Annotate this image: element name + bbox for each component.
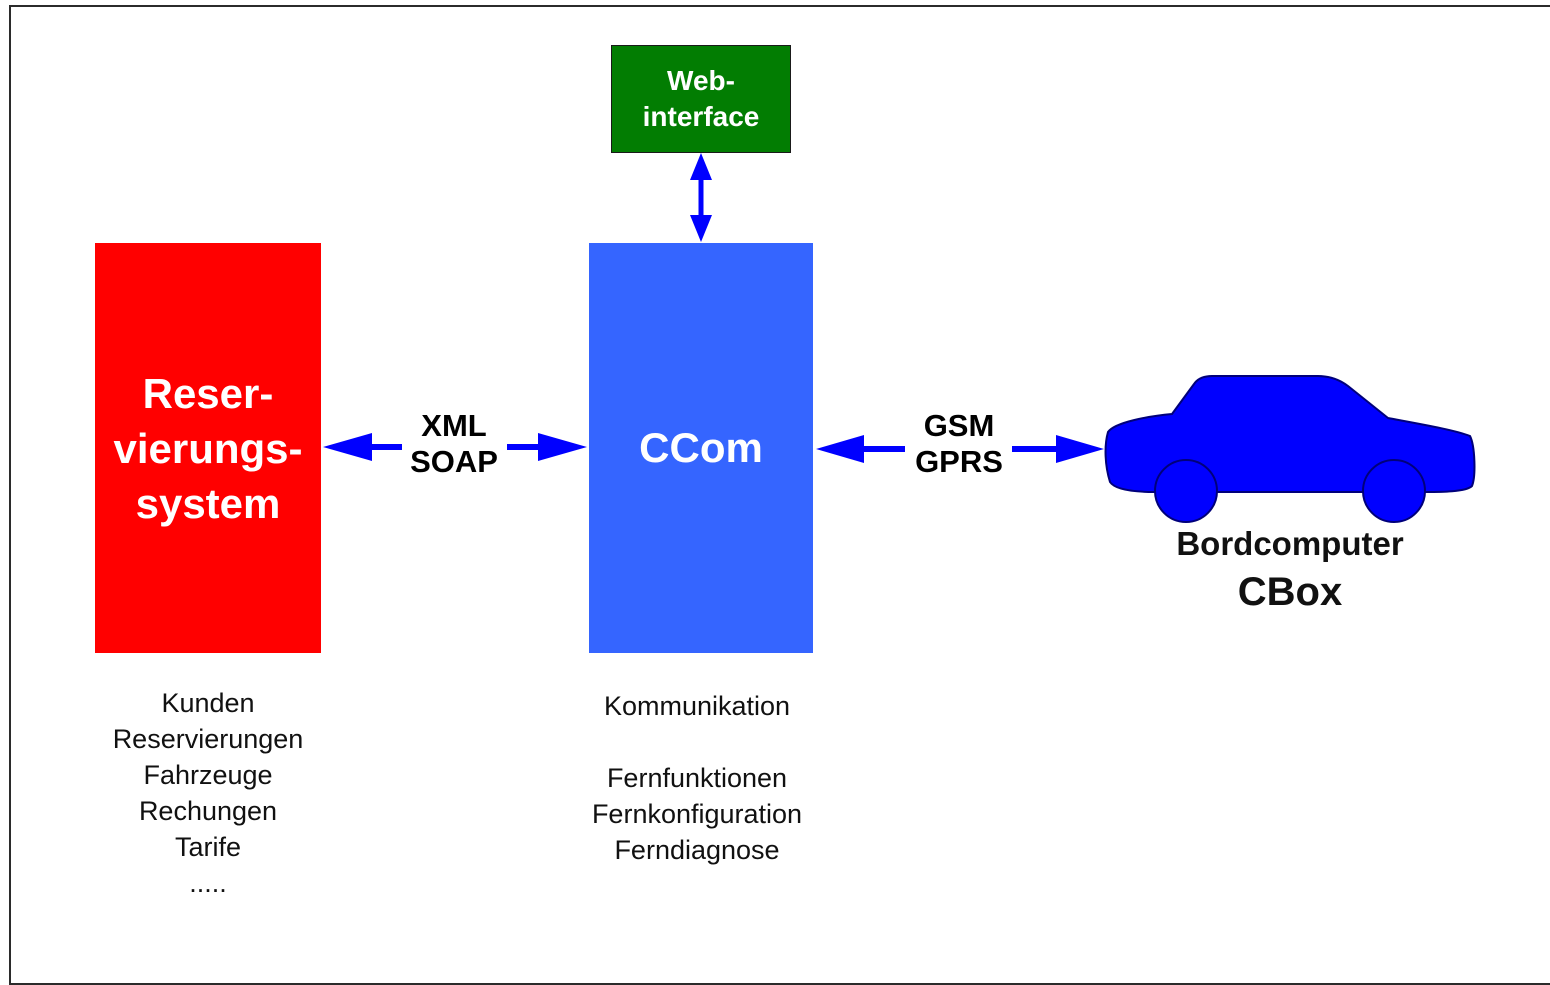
list-item: Fahrzeuge xyxy=(143,760,273,790)
reservation-items-list: Kunden Reservierungen Fahrzeuge Rechunge… xyxy=(78,685,338,901)
connector-layer xyxy=(323,153,1476,523)
gsm-label: GSM xyxy=(923,408,995,443)
list-item: ..... xyxy=(189,868,227,898)
web-interface-box: Web- interface xyxy=(611,45,791,153)
list-spacer xyxy=(562,724,832,760)
web-ccom-arrow xyxy=(690,153,712,242)
list-item: Rechungen xyxy=(138,796,278,826)
list-item: Fernfunktionen xyxy=(606,763,788,793)
soap-label: SOAP xyxy=(410,444,498,479)
cbox-label: CBox xyxy=(1237,570,1343,614)
list-item: Reservierungen xyxy=(112,724,304,754)
list-item: Ferndiagnose xyxy=(614,835,780,865)
bordcomputer-label: Bordcomputer xyxy=(1176,525,1404,562)
list-item: Kommunikation xyxy=(603,691,791,721)
list-item: Fernkonfiguration xyxy=(591,799,803,829)
list-item: Tarife xyxy=(174,832,242,862)
xml-soap-arrow xyxy=(323,433,587,461)
gsm-gprs-label: GSM GPRS xyxy=(900,408,1018,480)
xml-label: XML xyxy=(421,408,487,443)
ccom-items-list: Kommunikation Fernfunktionen Fernkonfigu… xyxy=(562,688,832,868)
car-icon xyxy=(1104,375,1476,523)
gsm-gprs-arrow xyxy=(816,435,1104,463)
ccom-box: CCom xyxy=(589,243,813,653)
reservation-system-title: Reser- vierungs- system xyxy=(113,369,303,527)
reservation-system-box: Reser- vierungs- system xyxy=(95,243,321,653)
gprs-label: GPRS xyxy=(915,444,1003,479)
ccom-title: CCom xyxy=(639,424,763,471)
web-interface-title: Web- interface xyxy=(642,65,760,132)
xml-soap-label: XML SOAP xyxy=(396,408,512,480)
list-item: Kunden xyxy=(161,688,255,718)
